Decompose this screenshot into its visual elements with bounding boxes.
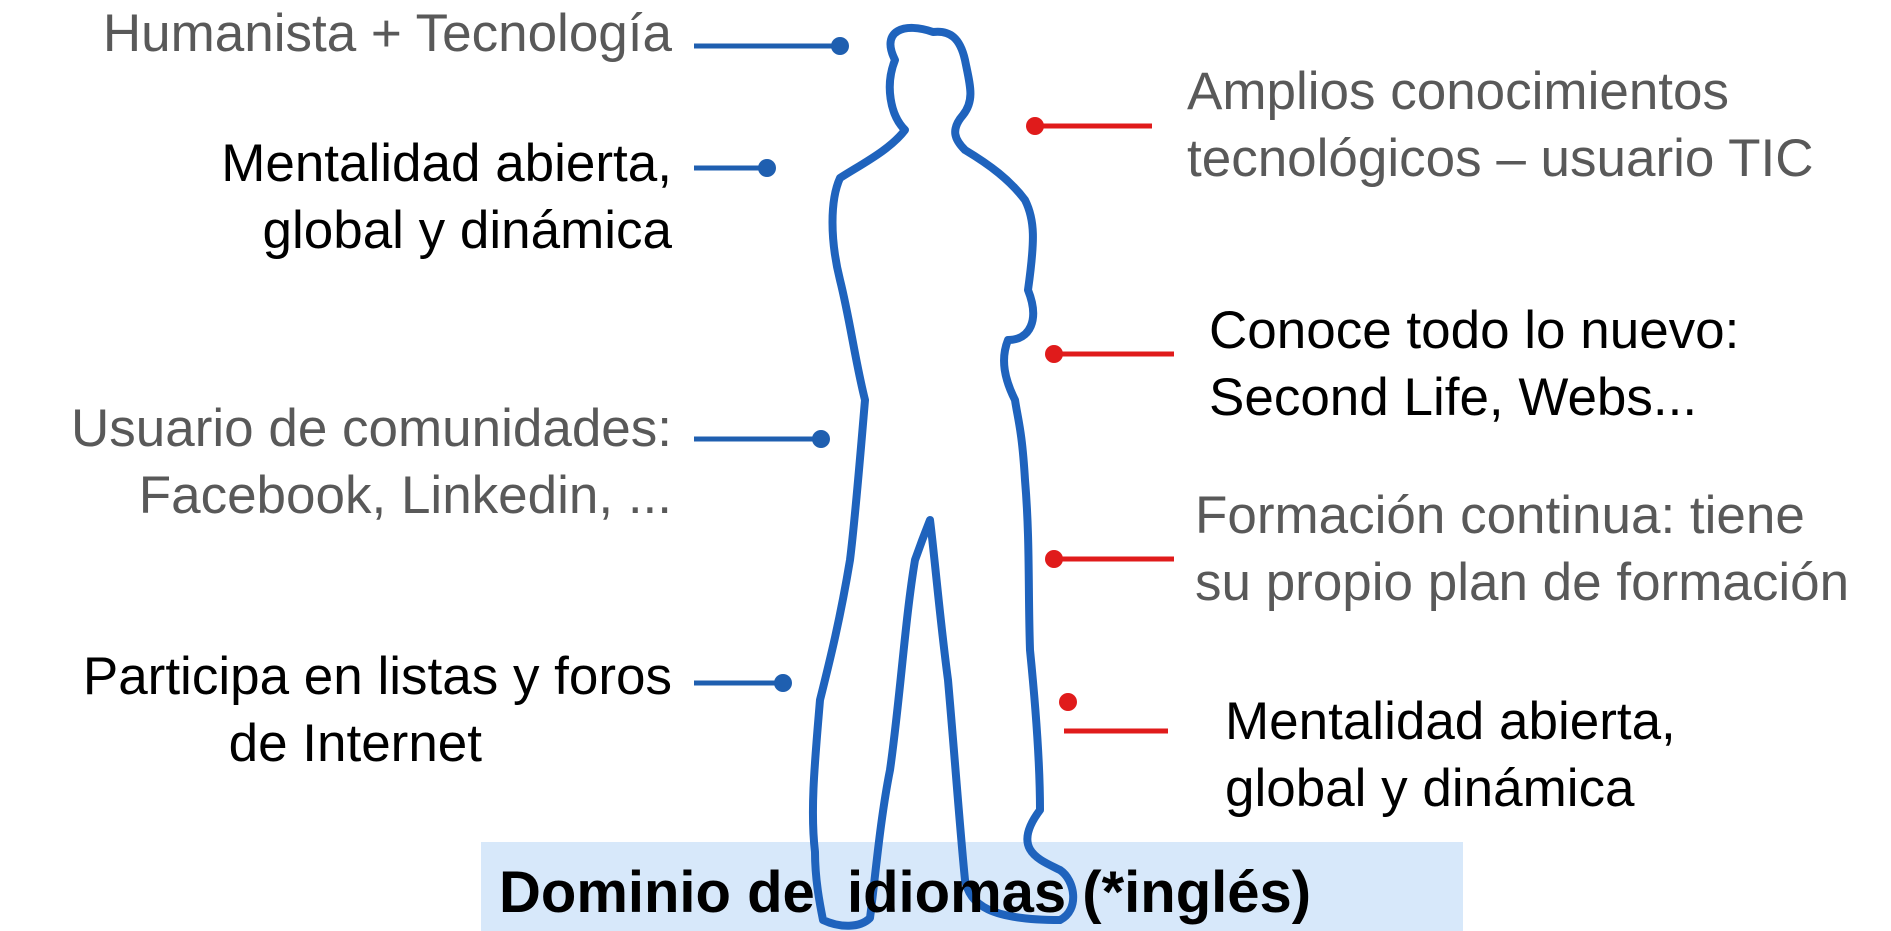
right-label-4-line-2: global y dinámica	[1225, 759, 1635, 818]
left-label-3-line-2: Facebook, Linkedin, ...	[138, 466, 672, 525]
left-label-1: Humanista + Tecnología	[103, 0, 672, 67]
right-label-1-line-1: Amplios conocimientos	[1187, 62, 1730, 121]
person-silhouette-outline	[808, 23, 1078, 930]
left-label-1-line-1: Humanista + Tecnología	[102, 4, 672, 63]
left-connector-dot-4	[774, 674, 792, 692]
left-label-4-line-1: Participa en listas y foros	[82, 647, 672, 706]
left-label-2-line-1: Mentalidad abierta,	[221, 134, 672, 193]
right-label-4: Mentalidad abierta, global y dinámica	[1225, 688, 1676, 822]
right-connector-dot-2	[1045, 345, 1063, 363]
right-connectors	[1026, 117, 1174, 734]
right-label-3: Formación continua: tiene su propio plan…	[1195, 482, 1849, 616]
left-connector-dot-3	[812, 430, 830, 448]
right-label-1: Amplios conocimientos tecnológicos – usu…	[1187, 58, 1814, 192]
right-connector-dot-1	[1026, 117, 1044, 135]
left-label-3-line-1: Usuario de comunidades:	[70, 399, 672, 458]
left-connector-dot-2	[758, 159, 776, 177]
left-label-2-line-2: global y dinámica	[262, 201, 672, 260]
right-label-3-line-1: Formación continua: tiene	[1195, 486, 1805, 545]
right-label-1-line-2: tecnológicos – usuario TIC	[1187, 129, 1814, 188]
right-label-2: Conoce todo lo nuevo: Second Life, Webs.…	[1209, 297, 1739, 431]
left-label-2: Mentalidad abierta, global y dinámica	[221, 130, 672, 264]
right-label-2-line-2: Second Life, Webs...	[1209, 368, 1698, 427]
right-label-2-line-1: Conoce todo lo nuevo:	[1209, 301, 1740, 360]
right-connector-dot-4	[1059, 693, 1077, 711]
footer-band	[481, 842, 1463, 931]
right-label-4-line-1: Mentalidad abierta,	[1225, 692, 1676, 751]
right-connector-dot-3	[1045, 550, 1063, 568]
left-connector-dot-1	[831, 37, 849, 55]
footer-title: Dominio de idiomas (*inglés)	[499, 860, 1312, 925]
left-label-4-line-2: de Internet	[228, 714, 482, 773]
left-label-4: Participa en listas y foros de Internet	[83, 643, 672, 777]
left-connectors	[694, 37, 849, 692]
left-label-3: Usuario de comunidades: Facebook, Linked…	[71, 395, 672, 529]
right-label-3-line-2: su propio plan de formación	[1195, 553, 1850, 612]
